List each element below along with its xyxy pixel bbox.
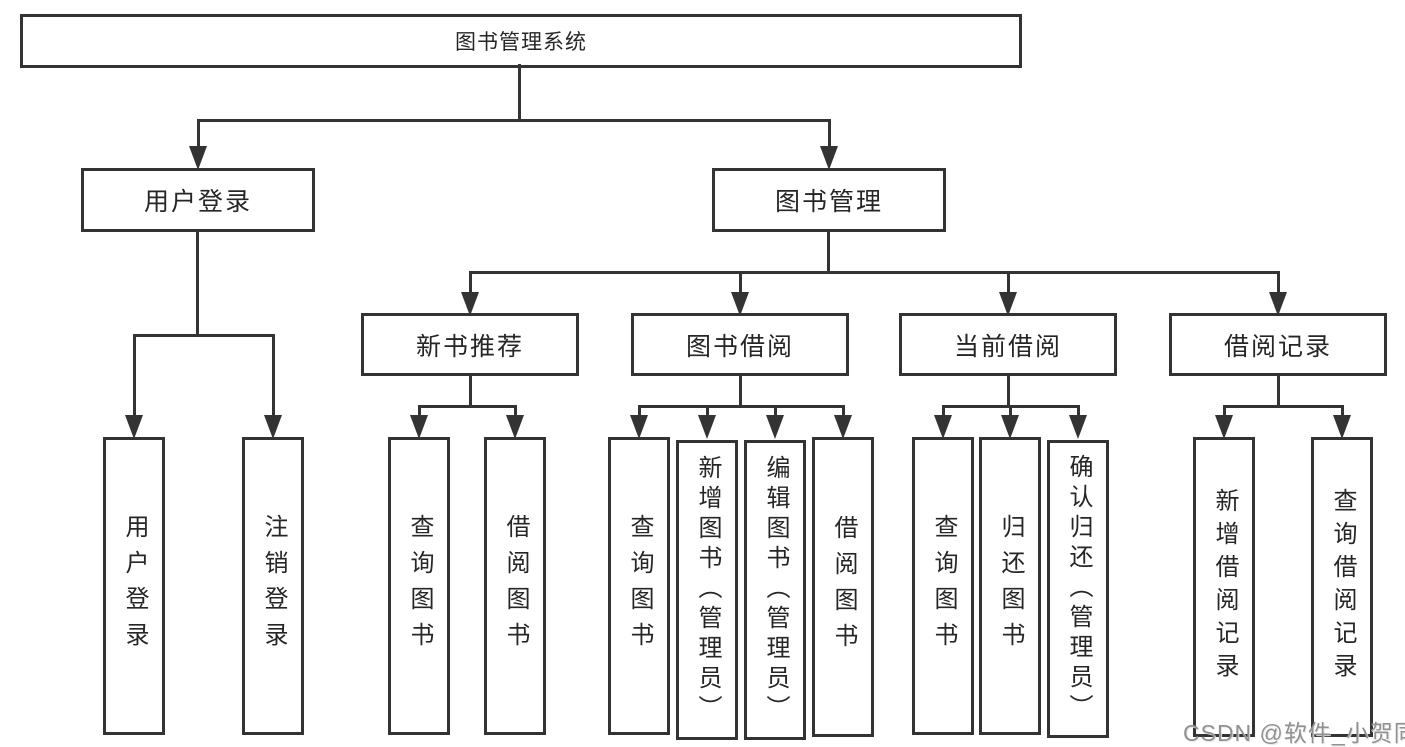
arrow-down-icon xyxy=(125,415,143,439)
arrow-down-icon xyxy=(1269,292,1287,316)
node-borrowing-records: 借阅记录 xyxy=(1169,313,1387,376)
connector-stem xyxy=(638,405,641,417)
connector-stem-current-borrow xyxy=(1007,271,1010,293)
connector-bookborrow-hline xyxy=(638,405,844,408)
arrow-down-icon xyxy=(999,292,1017,316)
arrow-down-icon xyxy=(630,415,648,439)
node-current-borrowing: 当前借阅 xyxy=(899,313,1117,376)
arrow-down-icon xyxy=(934,415,952,439)
connector-root-hline xyxy=(197,119,831,122)
arrow-down-icon xyxy=(264,415,282,439)
csdn-watermark: CSDN @软件_小贺同学 xyxy=(1183,720,1405,746)
connector-stem-new-book xyxy=(469,271,472,293)
arrow-down-icon xyxy=(506,415,524,439)
connector-stem-user-login-group xyxy=(197,119,200,149)
node-add-borrow-record: 新增借阅记录 xyxy=(1193,437,1255,737)
node-library-management-system: 图书管理系统 xyxy=(20,14,1022,68)
node-user-login-group: 用户登录 xyxy=(81,168,315,232)
node-query-borrow-record: 查询借阅记录 xyxy=(1311,437,1373,737)
connector-stem xyxy=(1077,405,1080,417)
node-query-books-newbook: 查询图书 xyxy=(388,437,450,735)
node-borrow-books-newbook: 借阅图书 xyxy=(484,437,546,735)
connector-root-vline xyxy=(518,64,521,122)
connector-borrowrecord-hline xyxy=(1223,405,1343,408)
arrow-down-icon xyxy=(820,146,838,170)
connector-stem xyxy=(514,405,517,417)
connector-stem xyxy=(706,405,709,417)
connector-bookmgmt-vline xyxy=(827,229,830,274)
connector-newbook-hline xyxy=(418,405,516,408)
node-book-management: 图书管理 xyxy=(712,168,946,232)
arrow-down-icon xyxy=(1001,415,1019,439)
node-borrow-books-borrowing: 借阅图书 xyxy=(812,437,874,737)
connector-stem-user-login xyxy=(133,334,136,417)
arrow-down-icon xyxy=(410,415,428,439)
connector-stem xyxy=(1223,405,1226,417)
connector-stem xyxy=(1009,405,1012,417)
arrow-down-icon xyxy=(1215,415,1233,439)
arrow-down-icon xyxy=(731,292,749,316)
node-query-books-borrowing: 查询图书 xyxy=(608,437,670,735)
node-confirm-return-admin: 确认归还（管理员） xyxy=(1047,440,1109,738)
connector-stem xyxy=(418,405,421,417)
arrow-down-icon xyxy=(461,292,479,316)
connector-stem-logout xyxy=(272,334,275,417)
arrow-down-icon xyxy=(1069,415,1087,439)
connector-stem-book-management xyxy=(828,119,831,149)
connector-stem xyxy=(942,405,945,417)
connector-bookmgmt-hline xyxy=(469,271,1280,274)
connector-borrowrecord-vline xyxy=(1277,373,1280,408)
node-logout-login: 注销登录 xyxy=(242,437,304,735)
arrow-down-icon xyxy=(698,415,716,439)
connector-stem-book-borrow xyxy=(739,271,742,293)
node-return-books: 归还图书 xyxy=(979,437,1041,735)
connector-userlogin-hline xyxy=(133,334,274,337)
node-new-book-recommend: 新书推荐 xyxy=(361,313,579,376)
connector-currentborrow-vline xyxy=(1007,373,1010,408)
arrow-down-icon xyxy=(1333,415,1351,439)
arrow-down-icon xyxy=(766,415,784,439)
connector-bookborrow-vline xyxy=(739,373,742,408)
connector-stem xyxy=(842,405,845,417)
node-user-login: 用户登录 xyxy=(103,437,165,735)
connector-stem xyxy=(1341,405,1344,417)
connector-userlogin-vline xyxy=(196,229,199,337)
connector-stem xyxy=(774,405,777,417)
arrow-down-icon xyxy=(834,415,852,439)
connector-newbook-vline xyxy=(469,373,472,408)
node-query-books-current: 查询图书 xyxy=(912,437,974,735)
node-book-borrowing: 图书借阅 xyxy=(631,313,849,376)
node-edit-books-admin: 编辑图书（管理员） xyxy=(744,440,806,740)
node-add-books-admin: 新增图书（管理员） xyxy=(676,440,738,740)
connector-stem-borrow-record xyxy=(1277,271,1280,293)
arrow-down-icon xyxy=(189,146,207,170)
